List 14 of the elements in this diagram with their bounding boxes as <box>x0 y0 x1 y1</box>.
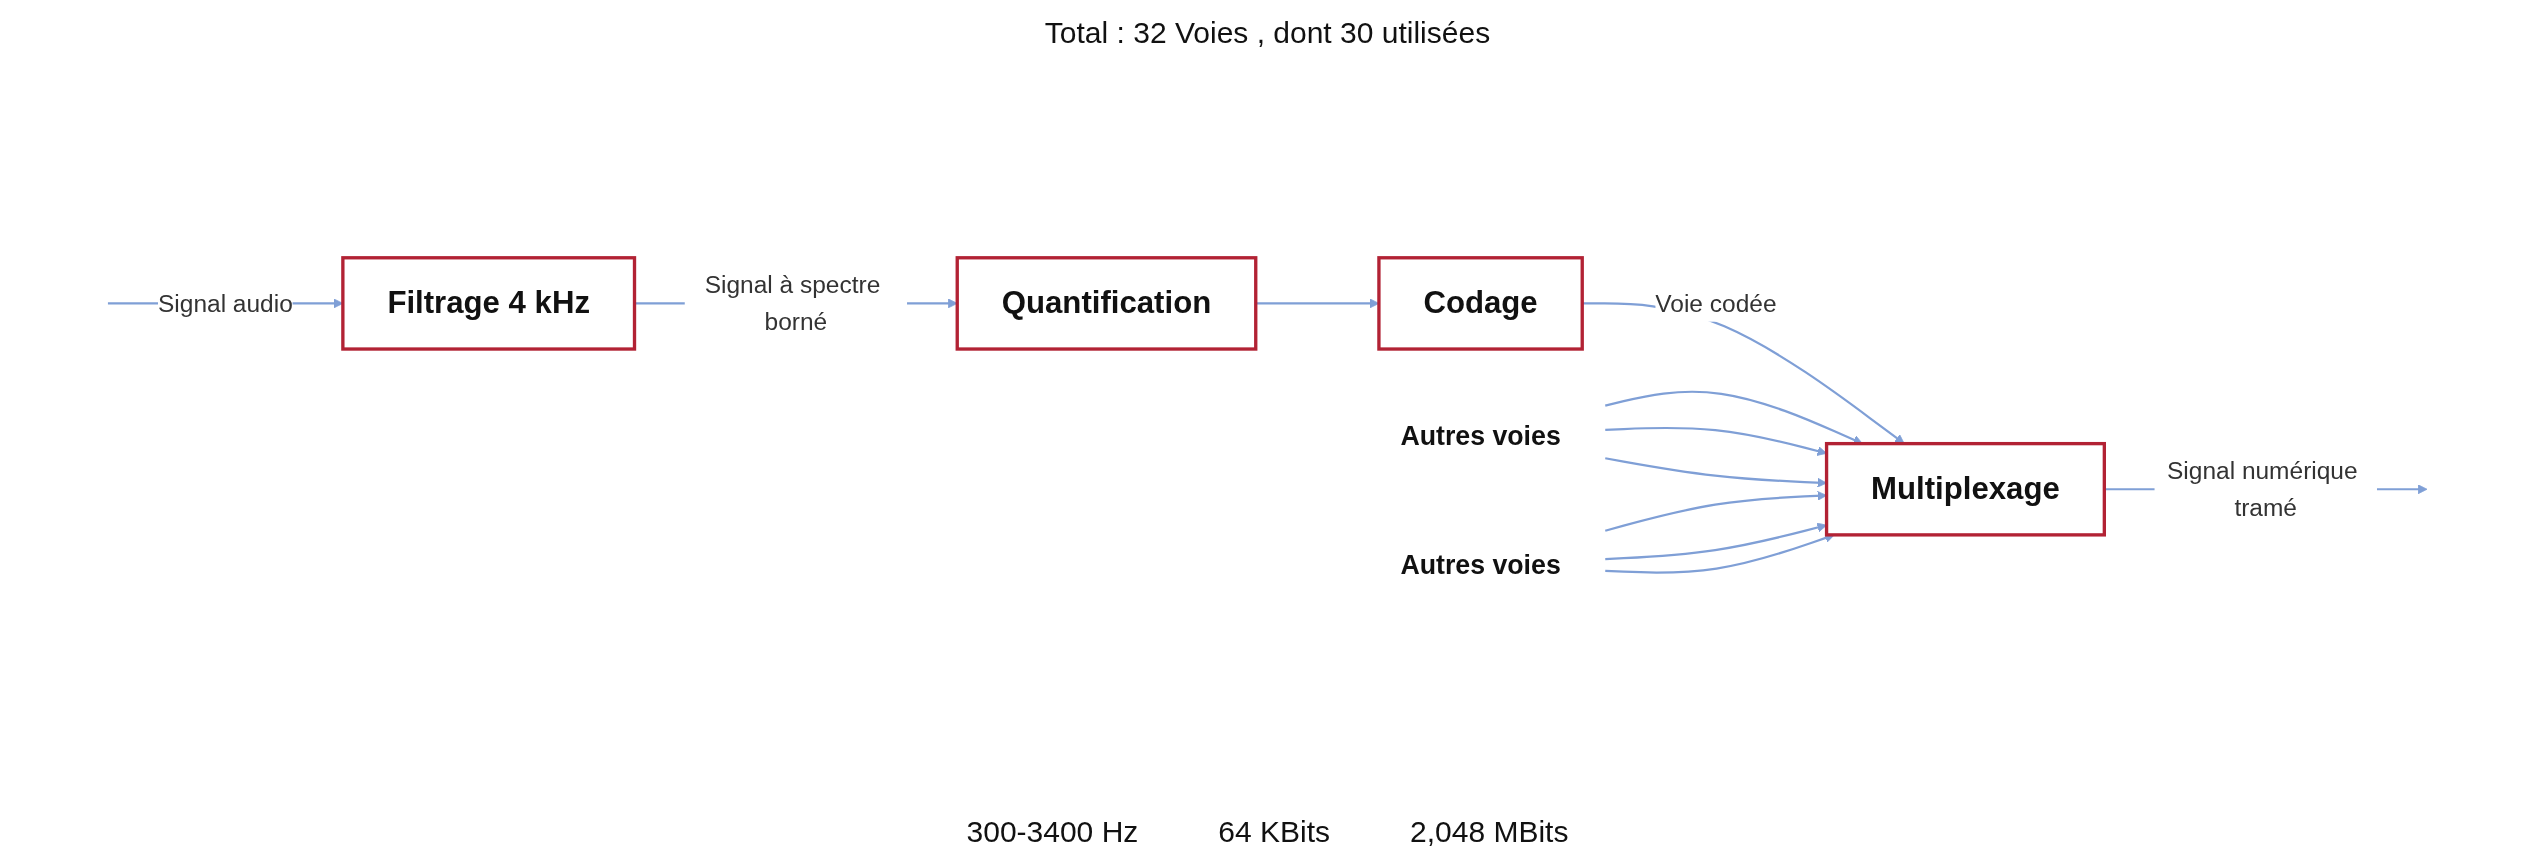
node-box: Codage <box>1377 256 1584 351</box>
annotation-text: 64 KBits <box>1218 815 1331 849</box>
node-text: Autres voies <box>1400 549 1561 580</box>
edge-label: Voie codée <box>1655 289 1777 318</box>
node-text: Autres voies <box>1400 420 1561 451</box>
edge-label: Signal numérique tramé <box>2167 456 2358 522</box>
annotation-text: 2,048 MBits <box>1410 815 1569 849</box>
node-box: Quantification <box>955 256 1258 351</box>
annotation-text: 300-3400 Hz <box>966 815 1139 849</box>
node-box: Multiplexage <box>1824 441 2106 537</box>
edge-label: Signal audio <box>158 289 293 318</box>
node-box: Filtrage 4 kHz <box>341 256 637 351</box>
annotation-text: Total : 32 Voies , dont 30 utilisées <box>1044 16 1491 50</box>
edge-label: Signal à spectre borné <box>704 271 881 336</box>
